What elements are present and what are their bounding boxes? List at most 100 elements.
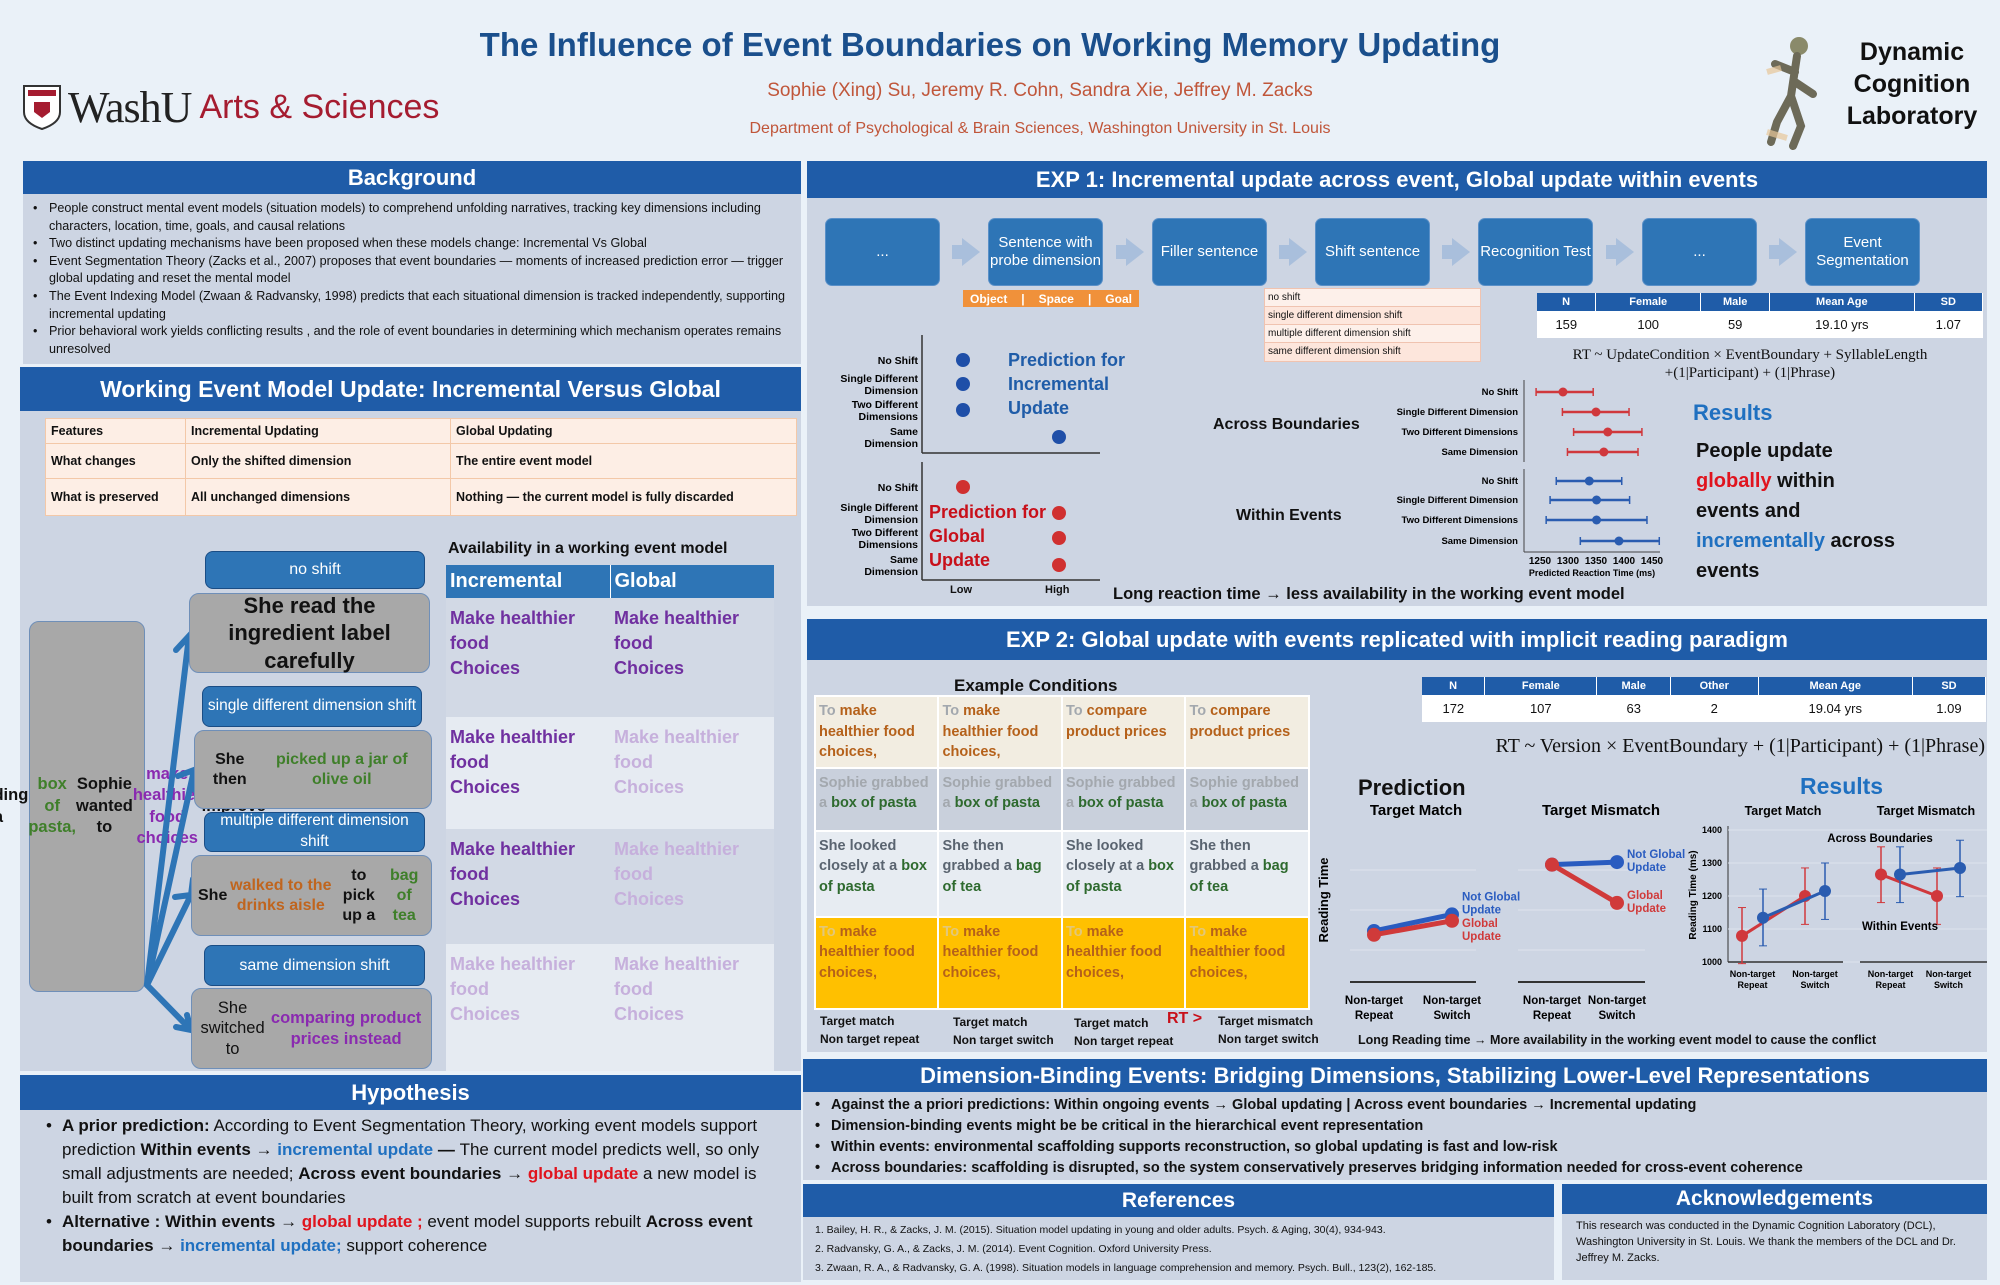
formula-line: RT ~ UpdateCondition × EventBoundary + S… [1572,347,1928,363]
exp1-header: EXP 1: Incremental update across event, … [807,161,1987,198]
availability-cell-line: food [614,752,653,773]
demo-value: 107 [1484,695,1597,722]
flow-arrow-icon [952,238,980,266]
text-segment: Sophie grabbed a [1189,774,1300,812]
text-segment: She then grabbed a [942,837,1016,875]
features-cell: Only the shifted dimension [185,443,451,479]
text-segment: She looked closely at a [1065,837,1149,875]
demo-header: SD [1914,293,1984,311]
condition-line: Target mismatch [1218,1014,1314,1028]
binding-bullet: Against the a priori predictions: Within… [809,1095,1987,1116]
arts-sciences-wordmark: Arts & Sciences [199,87,440,126]
authors: Sophie (Xing) Su, Jeremy R. Cohn, Sandra… [767,80,1313,101]
binding-bullet: Dimension-binding events might be be cri… [809,1116,1987,1137]
example-conditions-title: Example Conditions [954,676,1118,695]
grid-cell: She looked closely at a box of pasta [813,829,940,918]
text-segment: Across event boundaries [62,1212,753,1255]
washu-shield-icon [23,85,61,130]
acknowledgements-text: This research was conducted in the Dynam… [1576,1220,1956,1264]
exp2-formula: RT ~ Version × EventBoundary + (1|Partic… [1495,735,1985,757]
demo-value: 59 [1700,311,1770,338]
reference-item: 2. Radvansky, G. A., & Zacks, J. M. (201… [815,1243,1212,1255]
pred-label-line: Update [929,550,991,570]
flow-arrow-icon [1116,238,1144,266]
dimension-binding-header: Dimension-Binding Events: Bridging Dimen… [803,1059,1987,1092]
features-cell: All unchanged dimensions [185,478,451,516]
flow-step-shift: Shift sentence [1315,218,1430,286]
walking-figure-icon [1766,37,1817,150]
background-bullet: The Event Indexing Model (Zwaan & Radvan… [27,288,793,323]
demo-value: 1.07 [1914,311,1983,338]
exp1-formula: RT ~ UpdateCondition × EventBoundary + S… [1520,346,1980,382]
exp2-caption: Long Reading time → More availability in… [1358,1033,1877,1047]
text-segment: incrementally [1696,530,1825,552]
text-segment: To [819,703,840,719]
sentence-multiple: She walked to the drinks aisle to pick u… [191,855,432,936]
text-segment: box of pasta [1201,795,1287,812]
background-bullet: Two distinct updating mechanisms have be… [27,235,793,253]
text-segment: People update [1696,440,1833,462]
condition-line: Non target switch [1218,1032,1319,1046]
text-segment: — [433,1140,460,1159]
grid-cell: She looked closely at a box of pasta [1060,829,1187,918]
poster-title: The Influence of Event Boundaries on Wor… [479,26,1501,63]
text-segment: box of pasta, [28,775,76,837]
text-segment: According to Event Segmentation Theory, … [62,1116,758,1159]
grid-cell: She then grabbed a bag of tea [937,829,1063,918]
demo-header: Female [1595,293,1702,311]
availability-cell-line: Make healthier [614,839,740,859]
pred-label-line: Prediction for [929,502,1047,522]
washu-wordmark: WashU [68,82,192,132]
condition-line: Target match [820,1014,895,1028]
demo-header: Mean Age [1758,677,1913,695]
demo-value: 172 [1422,695,1485,722]
text-segment: To [1065,923,1087,940]
flow-arrow-icon [1606,238,1634,266]
flow-step-ellipsis: ... [825,218,940,286]
binding-bullet: Across boundaries: scaffolding is disrup… [809,1158,1987,1179]
text-segment: across events [1696,530,1896,582]
binding-bullet: Within events: environmental scaffolding… [809,1137,1987,1158]
flow-step-segmentation: Event Segmentation [1805,218,1920,286]
flow-step-recognition: Recognition Test [1478,218,1593,286]
washu-logo: WashU Arts & Sciences [22,82,440,132]
text-segment: support coherence [341,1236,488,1255]
demo-header: Mean Age [1769,293,1915,311]
text-segment: She [198,886,228,904]
hypothesis-bullet: Alternative : Within events → global upd… [40,1210,791,1258]
text-segment: She looked closely at a [819,837,902,875]
background-bullet: Event Segmentation Theory (Zacks et al.,… [27,253,793,288]
text-segment: globally [1696,470,1772,492]
text-segment: Within events [140,1140,251,1159]
text-segment: a new model is built from scratch at eve… [62,1164,757,1207]
demo-value: 19.10 yrs [1769,311,1915,338]
probe-dim-goal: Goal [1105,291,1132,306]
text-segment: To [1065,703,1087,719]
features-cell: Features [45,418,186,444]
grid-cell: To compare product prices [1060,695,1187,769]
text-segment: box of pasta [819,858,927,895]
hypothesis-bullet: A prior prediction: According to Event S… [40,1114,791,1210]
availability-cell-line: Make healthier [450,839,576,859]
availability-cell-line: Choices [450,889,521,910]
exp2-results-title: Results [1800,773,1884,799]
demo-value: 2 [1670,695,1759,722]
flow-arrow-icon [1769,238,1797,266]
demo-value: 100 [1595,311,1701,338]
flow-step-filler: Filler sentence [1152,218,1267,286]
availability-cell-line: food [450,864,489,885]
demo-header: Female [1484,677,1598,695]
availability-cell-line: Make healthier [450,608,576,628]
